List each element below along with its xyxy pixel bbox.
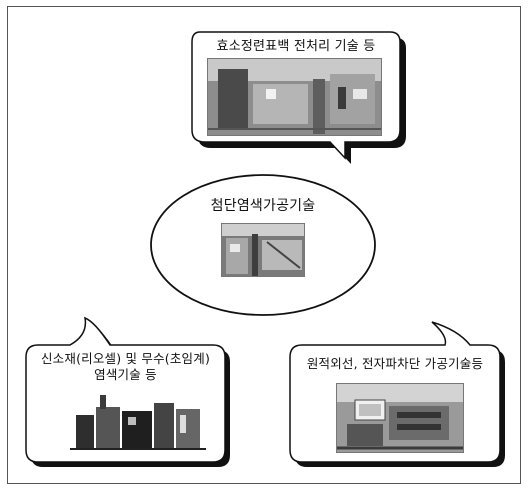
textile-machinery-photo [221, 223, 305, 277]
bottom-left-label-line1: 신소재(리오셀) 및 무수(초임계) [40, 351, 211, 366]
dyeing-plant-photo [70, 385, 206, 453]
pretreatment-machinery-photo [207, 58, 382, 136]
finishing-machine-photo [336, 383, 464, 453]
bottom-right-label: 원적외선, 전자파차단 가공기술등 [306, 356, 484, 371]
center-label: 첨단염색가공기술 [210, 198, 316, 214]
bottom-left-label-line2: 염색기술 등 [94, 367, 157, 382]
top-bubble-label: 효소정련표백 전처리 기술 등 [216, 39, 376, 54]
